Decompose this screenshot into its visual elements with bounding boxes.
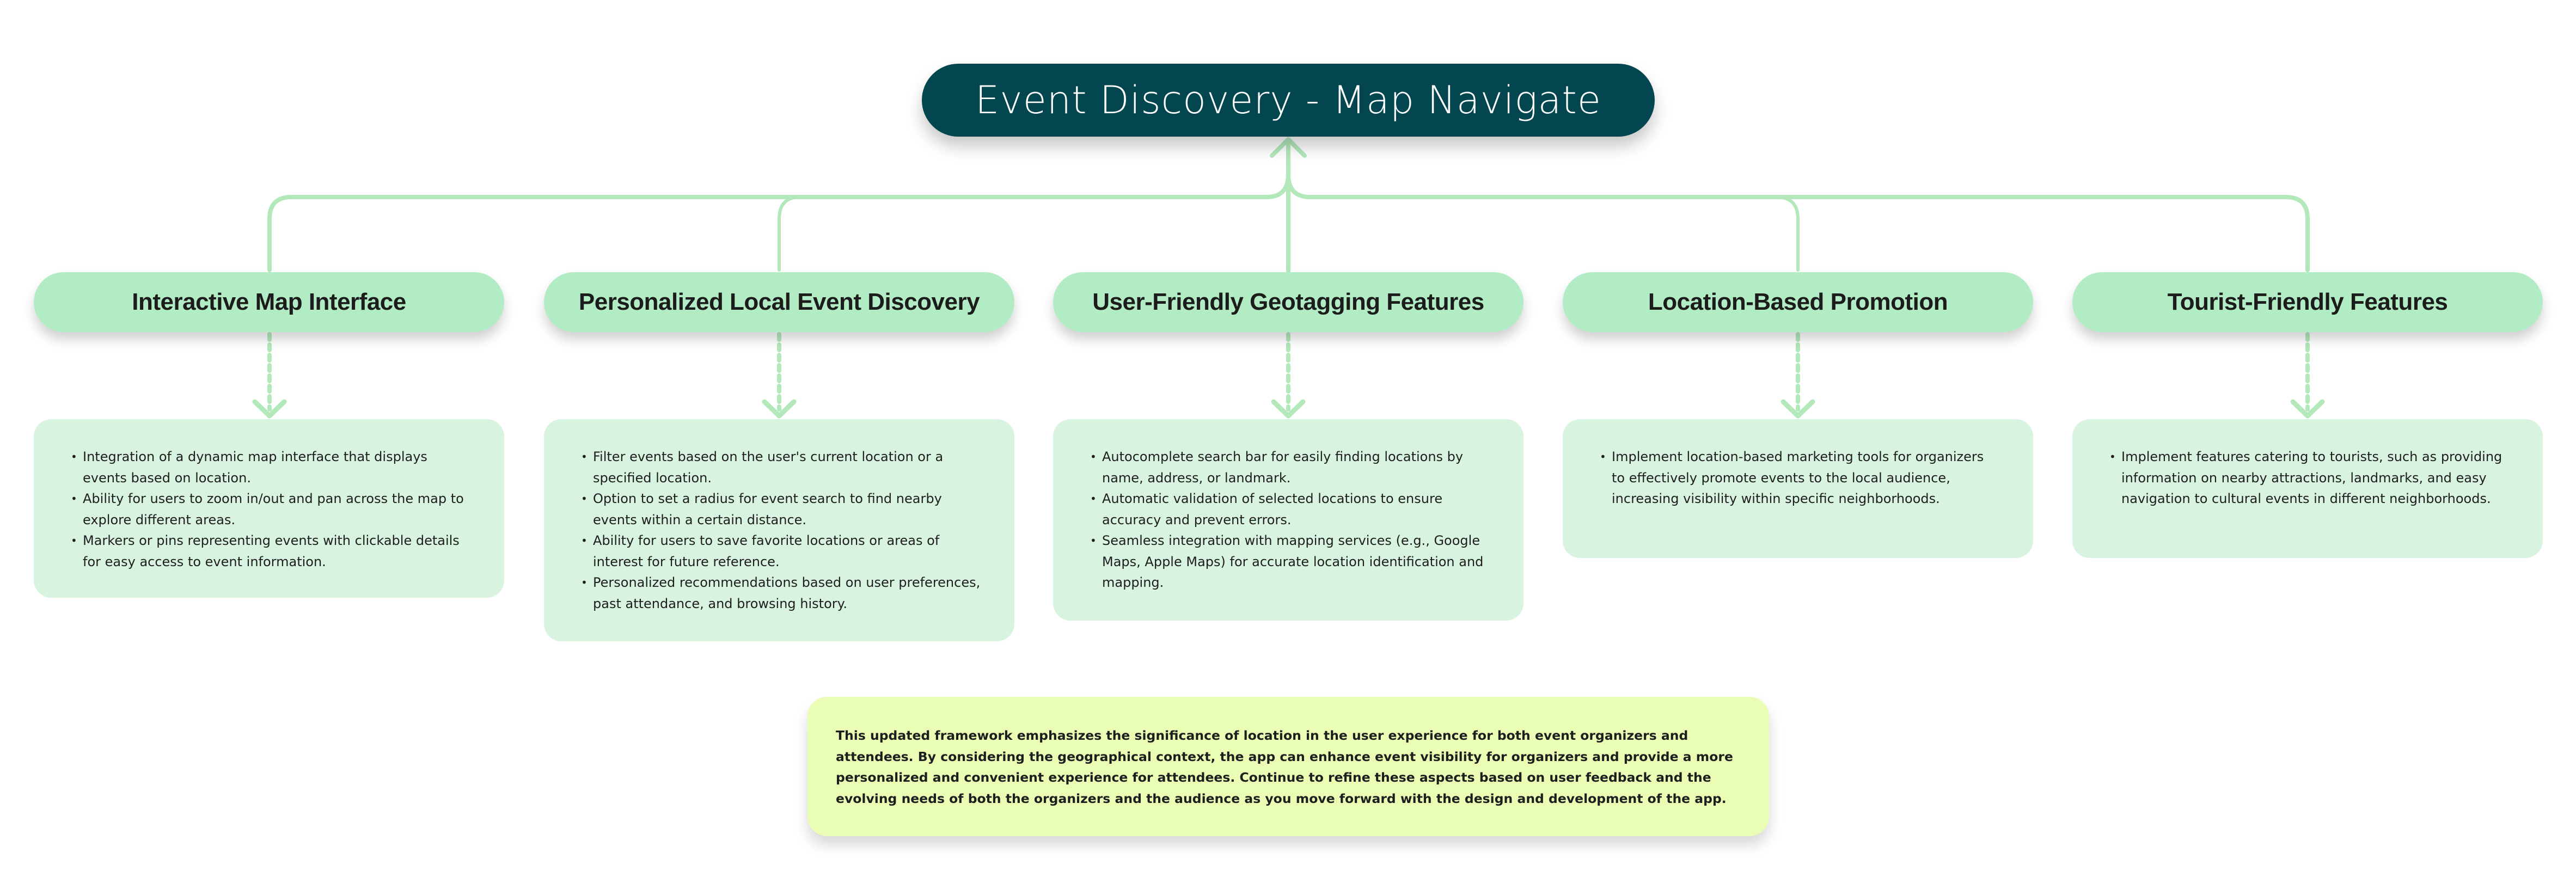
detail-card-personalized-discovery: Filter events based on the user's curren… <box>544 419 1014 641</box>
list-item: Option to set a radius for event search … <box>581 488 982 530</box>
arrow-down-icon <box>252 399 287 419</box>
arrow-up-icon <box>1270 137 1307 158</box>
list-item: Markers or pins representing events with… <box>71 530 472 572</box>
arrow-down-icon <box>2290 399 2325 419</box>
summary-note: This updated framework emphasizes the si… <box>807 697 1769 836</box>
arrow-down-icon <box>762 399 797 419</box>
bullet-list: Autocomplete search bar for easily findi… <box>1090 446 1491 593</box>
root-title: Event Discovery - Map Navigate <box>922 64 1655 137</box>
branch-label: User-Friendly Geotagging Features <box>1092 289 1484 315</box>
branch-personalized-discovery: Personalized Local Event Discovery <box>544 272 1014 332</box>
detail-card-interactive-map: Integration of a dynamic map interface t… <box>34 419 504 598</box>
branch-tourist-features: Tourist-Friendly Features <box>2072 272 2543 332</box>
bullet-list: Implement features catering to tourists,… <box>2109 446 2510 510</box>
arrow-down-icon <box>1271 399 1306 419</box>
list-item: Filter events based on the user's curren… <box>581 446 982 488</box>
list-item: Ability for users to save favorite locat… <box>581 530 982 572</box>
list-item: Implement location-based marketing tools… <box>1600 446 2000 510</box>
list-item: Ability for users to zoom in/out and pan… <box>71 488 472 530</box>
arrow-down-icon <box>1780 399 1815 419</box>
list-item: Seamless integration with mapping servic… <box>1090 530 1491 593</box>
list-item: Automatic validation of selected locatio… <box>1090 488 1491 530</box>
detail-card-geotagging: Autocomplete search bar for easily findi… <box>1053 419 1523 621</box>
branch-label: Interactive Map Interface <box>132 289 406 315</box>
bullet-list: Integration of a dynamic map interface t… <box>71 446 472 572</box>
list-item: Integration of a dynamic map interface t… <box>71 446 472 488</box>
bus-right-inner <box>1775 195 1800 272</box>
bullet-list: Implement location-based marketing tools… <box>1600 446 2000 510</box>
bus-left-inner <box>778 195 802 272</box>
branch-label: Tourist-Friendly Features <box>2167 289 2448 315</box>
root-title-text: Event Discovery - Map Navigate <box>975 78 1601 122</box>
detail-card-tourist-features: Implement features catering to tourists,… <box>2072 419 2543 558</box>
branch-location-promotion: Location-Based Promotion <box>1563 272 2033 332</box>
branch-label: Personalized Local Event Discovery <box>578 289 980 315</box>
branch-geotagging: User-Friendly Geotagging Features <box>1053 272 1523 332</box>
branch-label: Location-Based Promotion <box>1648 289 1948 315</box>
detail-card-location-promotion: Implement location-based marketing tools… <box>1563 419 2033 558</box>
list-item: Autocomplete search bar for easily findi… <box>1090 446 1491 488</box>
list-item: Personalized recommendations based on us… <box>581 572 982 614</box>
summary-text: This updated framework emphasizes the si… <box>836 728 1733 806</box>
bus-right <box>1286 172 2310 272</box>
bus-left <box>267 172 1290 272</box>
list-item: Implement features catering to tourists,… <box>2109 446 2510 510</box>
branch-interactive-map: Interactive Map Interface <box>34 272 504 332</box>
bullet-list: Filter events based on the user's curren… <box>581 446 982 614</box>
